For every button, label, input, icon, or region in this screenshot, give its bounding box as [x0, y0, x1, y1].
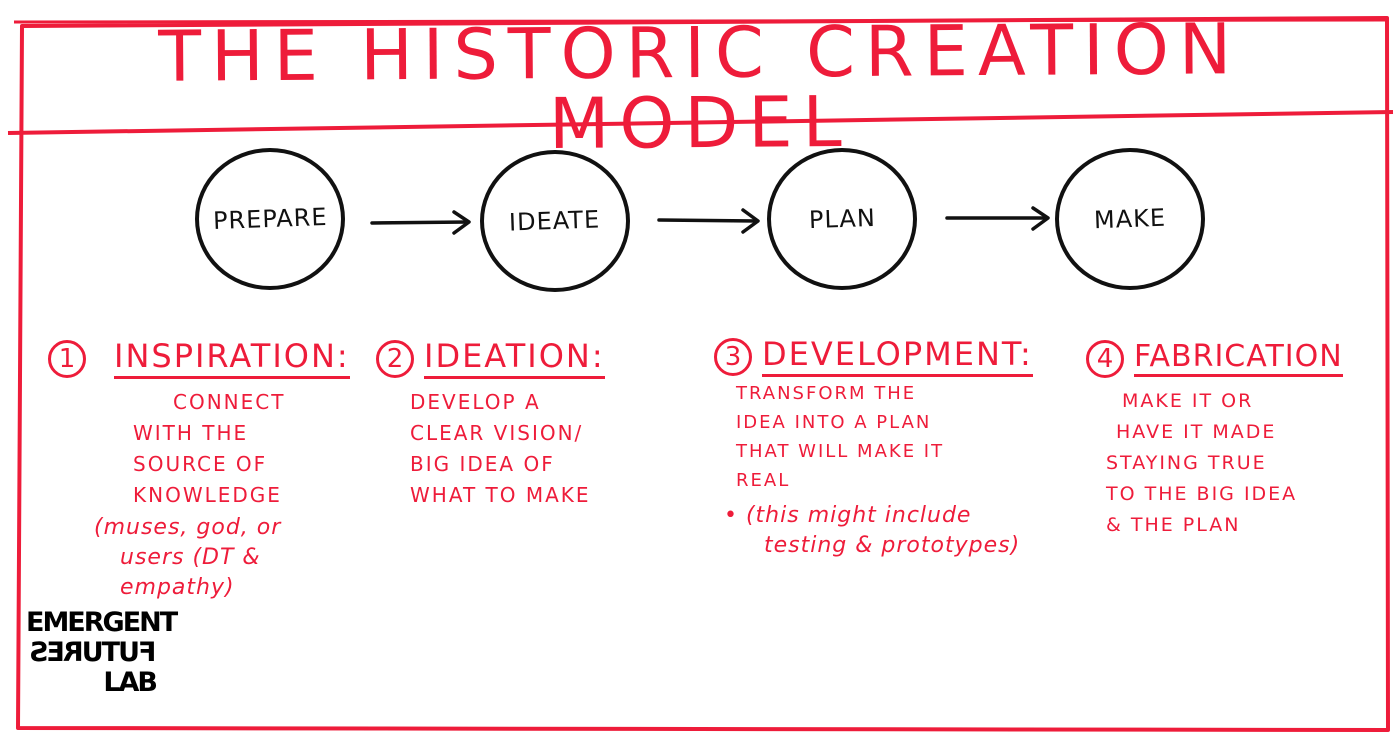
note-line: users (DT & [120, 544, 261, 570]
phase-line: WHAT TO MAKE [410, 482, 591, 507]
phase-line: CONNECT [173, 389, 286, 414]
phase-line: TO THE BIG IDEA [1106, 483, 1298, 505]
logo-line: FUTURES [30, 637, 156, 668]
phase-line: BIG IDEA OF [410, 451, 555, 476]
arrow-right-icon [657, 208, 760, 234]
stage-ideate-label: IDEATE [508, 205, 602, 237]
phase-line: THAT WILL MAKE IT [736, 440, 945, 462]
stage-plan-label: PLAN [808, 203, 876, 235]
logo-line: EMERGENT [26, 607, 178, 638]
stage-make-circle: MAKE [1055, 148, 1205, 290]
phase-line: KNOWLEDGE [133, 482, 282, 507]
phase-line: SOURCE OF [133, 451, 268, 476]
phase-title: FABRICATION [1134, 341, 1343, 378]
phase-number-badge: 1 [48, 340, 86, 379]
phase-line: REAL [736, 469, 791, 491]
phase-number-badge: 2 [376, 340, 414, 379]
phase-description: CONNECT WITH THE SOURCE OF KNOWLEDGE [133, 387, 350, 511]
phase-line: MAKE IT OR [1122, 390, 1254, 412]
phase-title: IDEATION: [424, 339, 605, 379]
phase-number-badge: 4 [1086, 340, 1124, 378]
phase-line: WITH THE [133, 420, 249, 445]
stage-prepare-circle: PREPARE [195, 148, 345, 290]
arrow-right-icon [370, 210, 471, 235]
logo-line: LAB [103, 667, 158, 698]
stage-make-label: MAKE [1093, 203, 1167, 235]
stage-prepare-label: PREPARE [212, 203, 328, 235]
phase-line: & THE PLAN [1106, 514, 1241, 536]
note-line: • (this might include [724, 502, 972, 528]
stage-plan-circle: PLAN [767, 148, 917, 290]
phase-title: INSPIRATION: [114, 339, 350, 379]
note-line: empathy) [120, 574, 235, 600]
phase-line: TRANSFORM THE [736, 382, 917, 404]
top-edge-stroke [13, 18, 1387, 24]
phase-development: 3 DEVELOPMENT: TRANSFORM THE IDEA INTO A… [714, 337, 1033, 561]
phase-fabrication: 4 FABRICATION MAKE IT OR HAVE IT MADE ST… [1086, 340, 1343, 541]
arrow-right-icon [945, 206, 1050, 231]
phase-header: 1 INSPIRATION: [48, 339, 350, 379]
phase-ideation: 2 IDEATION: DEVELOP A CLEAR VISION/ BIG … [376, 339, 605, 511]
title-divider [7, 110, 1394, 135]
note-line: (muses, god, or [94, 514, 282, 540]
phase-line: HAVE IT MADE [1116, 421, 1277, 443]
phase-inspiration: 1 INSPIRATION: CONNECT WITH THE SOURCE O… [48, 339, 350, 603]
note-line: testing & prototypes) [764, 532, 1021, 558]
phase-description: DEVELOP A CLEAR VISION/ BIG IDEA OF WHAT… [410, 387, 605, 511]
phase-line: CLEAR VISION/ [410, 420, 584, 445]
phase-header: 2 IDEATION: [376, 339, 605, 379]
stage-ideate-circle: IDEATE [480, 150, 630, 292]
phase-number-badge: 3 [714, 338, 752, 377]
phase-description: TRANSFORM THE IDEA INTO A PLAN THAT WILL… [736, 379, 1033, 495]
emergent-futures-lab-logo: EMERGENT FUTURES LAB [26, 607, 178, 698]
phase-description: MAKE IT OR HAVE IT MADE STAYING TRUE TO … [1106, 386, 1343, 541]
page-title: THE HISTORIC CREATION MODEL [158, 8, 1242, 166]
phase-line: IDEA INTO A PLAN [736, 411, 932, 433]
phase-line: DEVELOP A [410, 389, 541, 414]
phase-line: STAYING TRUE [1106, 452, 1267, 474]
phase-header: 4 FABRICATION [1086, 340, 1343, 378]
phase-header: 3 DEVELOPMENT: [714, 337, 1033, 377]
phase-note: (muses, god, or users (DT & empathy) [94, 513, 350, 603]
phase-title: DEVELOPMENT: [762, 337, 1033, 377]
phase-note: • (this might include testing & prototyp… [724, 501, 1033, 561]
